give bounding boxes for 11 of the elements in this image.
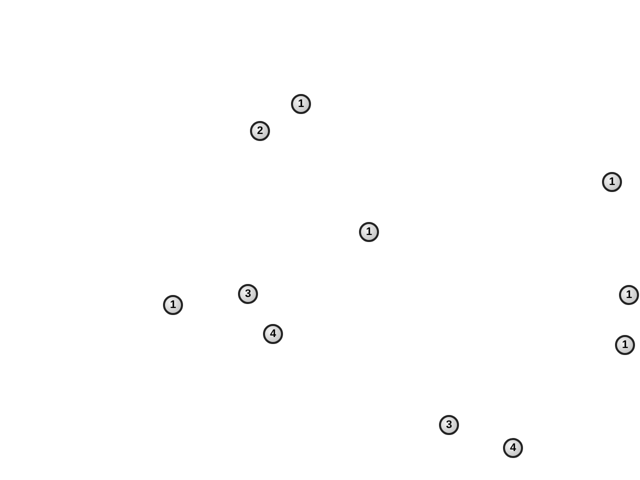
callout-number: 3 (238, 284, 258, 304)
callout-number: 1 (615, 335, 635, 355)
callout-number: 1 (602, 172, 622, 192)
callout-number: 4 (263, 324, 283, 344)
callout-number: 2 (250, 121, 270, 141)
callout-number: 1 (619, 285, 639, 305)
callout-number: 1 (163, 295, 183, 315)
callout-number: 4 (503, 438, 523, 458)
callout-number: 1 (291, 94, 311, 114)
callout-number: 3 (439, 415, 459, 435)
callout-number: 1 (359, 222, 379, 242)
